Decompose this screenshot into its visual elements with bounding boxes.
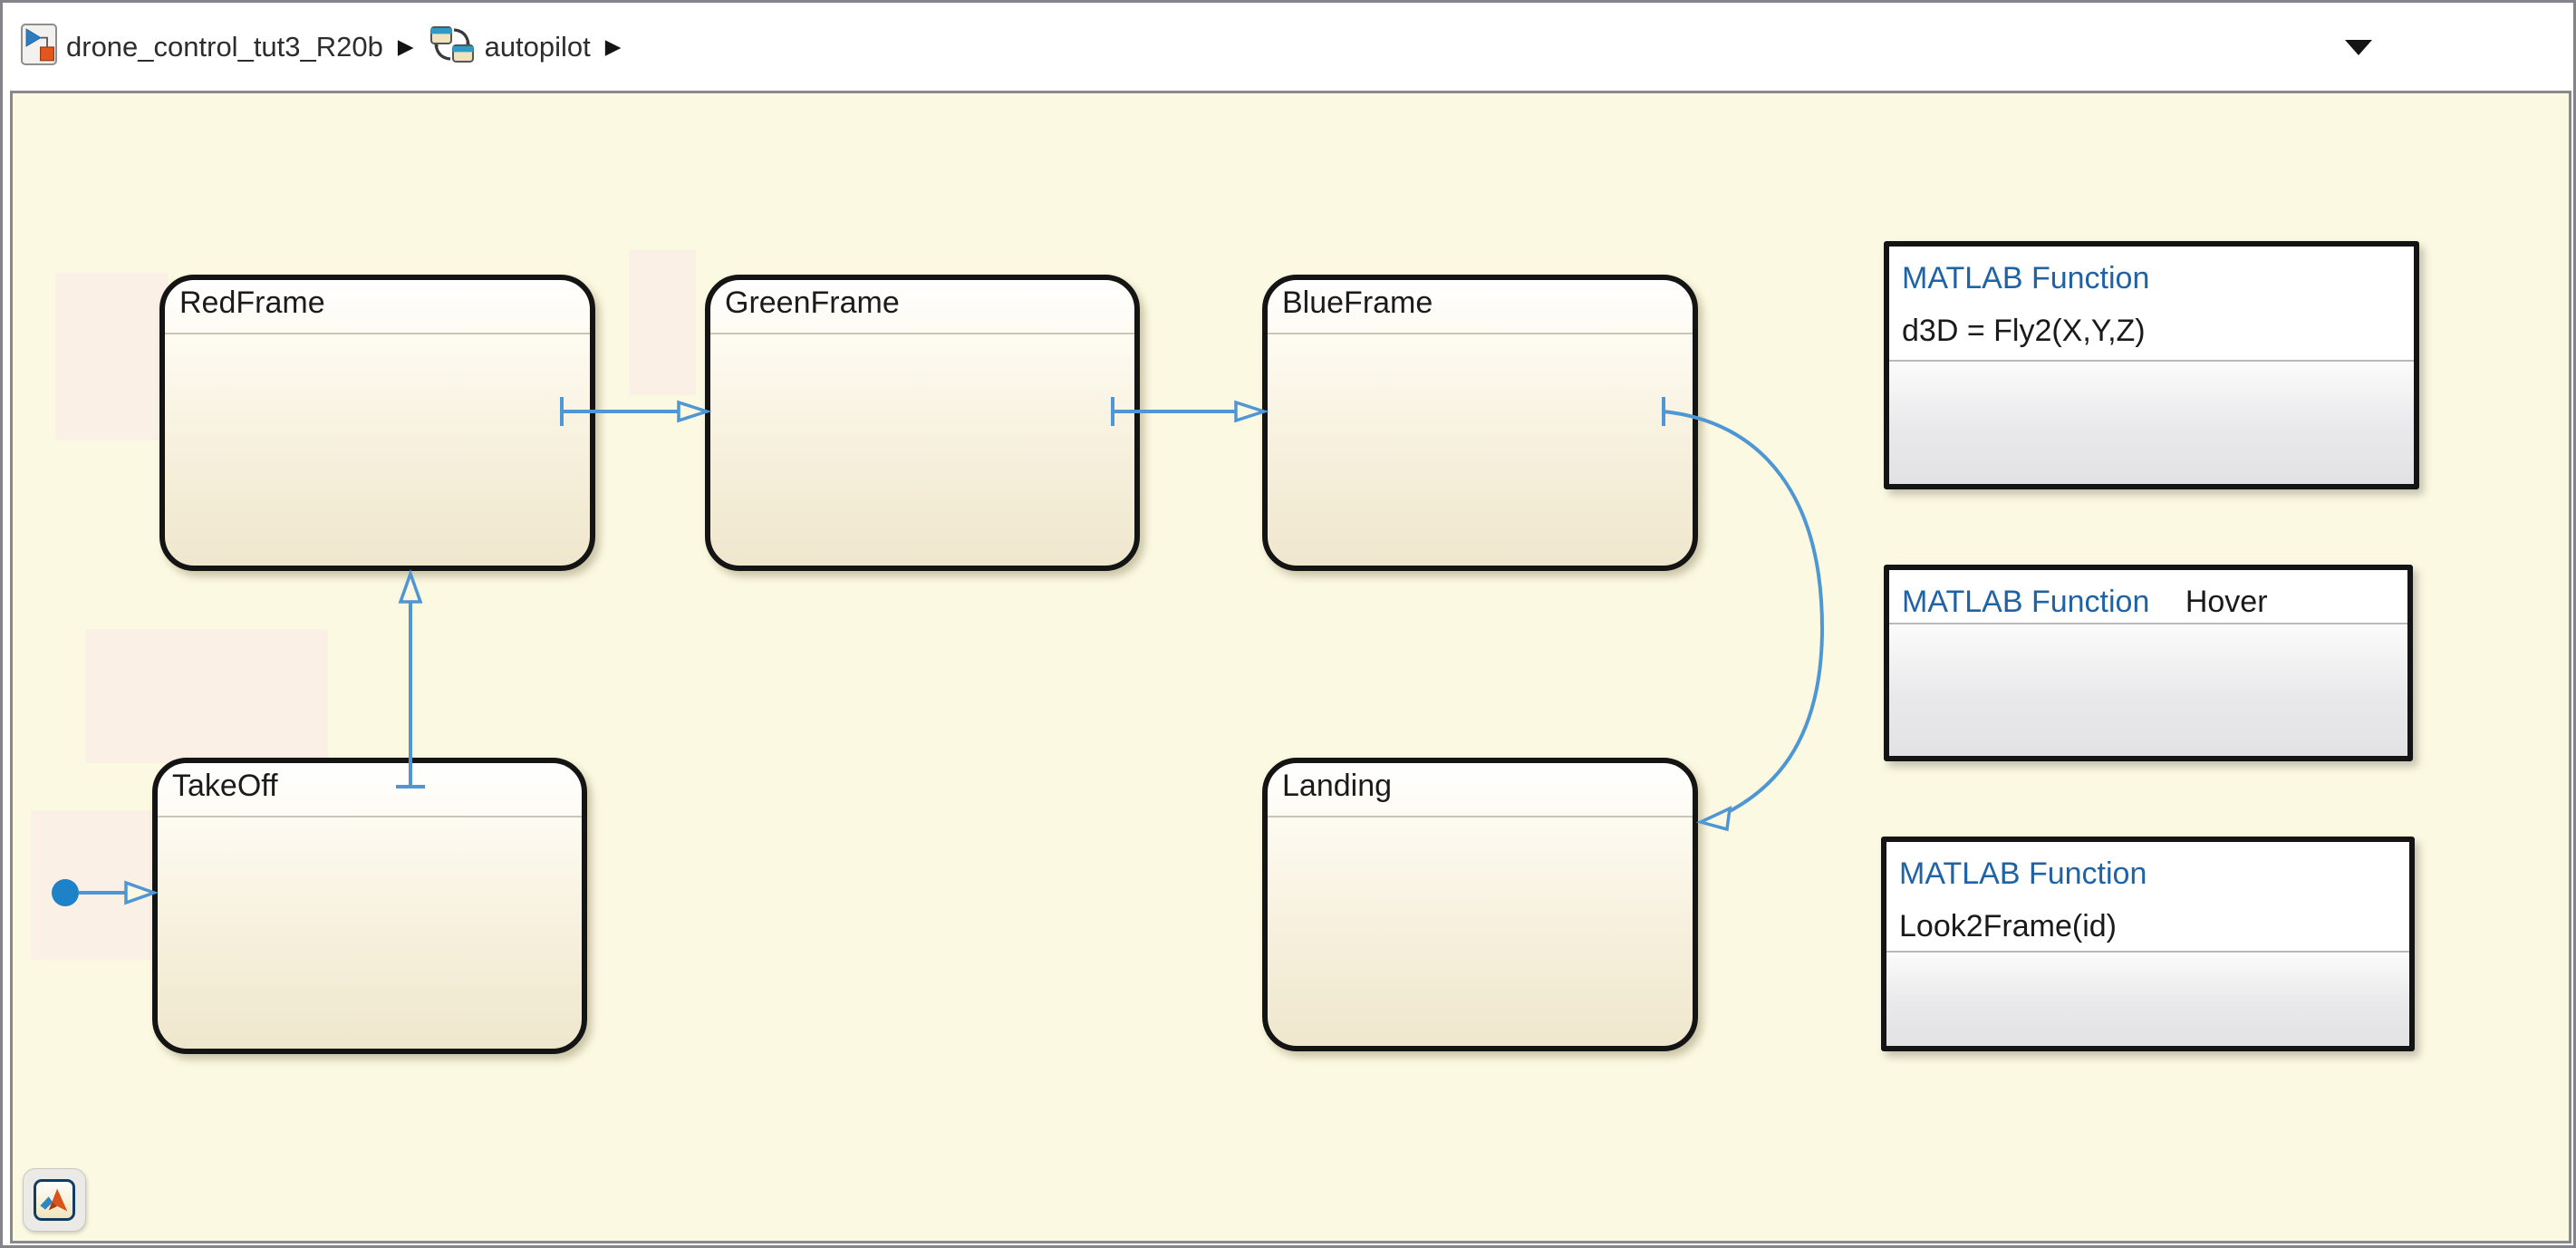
state-label: GreenFrame [725, 285, 900, 320]
breadcrumb: drone_control_tut3_R20b ▶ autopilot ▶ [3, 3, 2573, 91]
breadcrumb-item-chart[interactable]: autopilot [484, 30, 591, 63]
simulink-model-icon [21, 24, 57, 70]
canvas-artifact-patch [55, 273, 169, 440]
canvas-artifact-patch [31, 810, 158, 960]
arrowhead-icon [677, 400, 712, 423]
matlab-function-signature: Look2Frame(id) [1899, 909, 2117, 943]
transitions-layer [52, 397, 1825, 906]
matlab-function-header: MATLAB Function [1899, 856, 2147, 891]
stateflow-chart-icon [429, 23, 476, 71]
state-redframe[interactable]: RedFrame [159, 275, 595, 571]
matlab-function-title: MATLAB Function Hover [1902, 576, 2268, 628]
block-separator [1889, 360, 2414, 362]
state-title-separator [710, 333, 1134, 334]
breadcrumb-caret-icon[interactable]: ▶ [604, 34, 622, 58]
block-body [1889, 624, 2407, 756]
arrowhead-icon [1234, 400, 1269, 423]
arrowhead-icon [398, 568, 423, 604]
matlab-function-header: MATLAB Function [1902, 261, 2150, 295]
transition-default-to-takeoff[interactable] [52, 879, 159, 906]
transition-takeoff-to-redframe[interactable] [396, 568, 425, 788]
arrowhead-icon [124, 880, 159, 905]
matlab-function-signature: Hover [2185, 585, 2268, 619]
transition-greenframe-to-blueframe[interactable] [1111, 397, 1269, 426]
matlab-function-block-look2frame[interactable]: MATLAB Function Look2Frame(id) [1881, 837, 2415, 1051]
arrowhead-icon [1695, 806, 1732, 832]
state-greenframe[interactable]: GreenFrame [705, 275, 1140, 571]
matlab-function-signature: d3D = Fly2(X,Y,Z) [1902, 314, 2146, 348]
block-body [1886, 953, 2409, 1046]
state-title-separator [1268, 333, 1693, 334]
state-label: RedFrame [179, 285, 325, 320]
matlab-function-title: MATLAB Function Look2Frame(id) [1899, 847, 2147, 953]
breadcrumb-dropdown-icon[interactable] [2345, 40, 2372, 55]
state-title-separator [158, 816, 582, 817]
transition-blueframe-to-landing[interactable] [1662, 397, 1825, 832]
matlab-function-block-hover[interactable]: MATLAB Function Hover [1884, 565, 2413, 761]
block-separator [1886, 951, 2409, 953]
state-label: BlueFrame [1282, 285, 1433, 320]
block-separator [1889, 623, 2407, 624]
breadcrumb-caret-icon[interactable]: ▶ [397, 34, 414, 58]
state-blueframe[interactable]: BlueFrame [1262, 275, 1698, 571]
state-title-separator [1268, 816, 1693, 817]
default-transition-dot[interactable] [52, 879, 79, 906]
matlab-function-header: MATLAB Function [1902, 585, 2150, 619]
matlab-function-block-fly2[interactable]: MATLAB Function d3D = Fly2(X,Y,Z) [1884, 241, 2419, 489]
breadcrumb-item-model[interactable]: drone_control_tut3_R20b [66, 30, 383, 63]
state-title-separator [165, 333, 590, 334]
state-takeoff[interactable]: TakeOff [152, 758, 587, 1054]
canvas-artifact-patch [629, 250, 696, 395]
matlab-function-title: MATLAB Function d3D = Fly2(X,Y,Z) [1902, 252, 2149, 357]
state-landing[interactable]: Landing [1262, 758, 1698, 1051]
transition-redframe-to-greenframe[interactable] [560, 397, 712, 426]
canvas-artifact-patch [85, 629, 328, 763]
state-label: Landing [1282, 769, 1393, 803]
state-label: TakeOff [172, 769, 278, 803]
matlab-logo-icon [34, 1179, 75, 1221]
block-body [1889, 362, 2414, 484]
matlab-logo-badge[interactable] [23, 1168, 86, 1232]
